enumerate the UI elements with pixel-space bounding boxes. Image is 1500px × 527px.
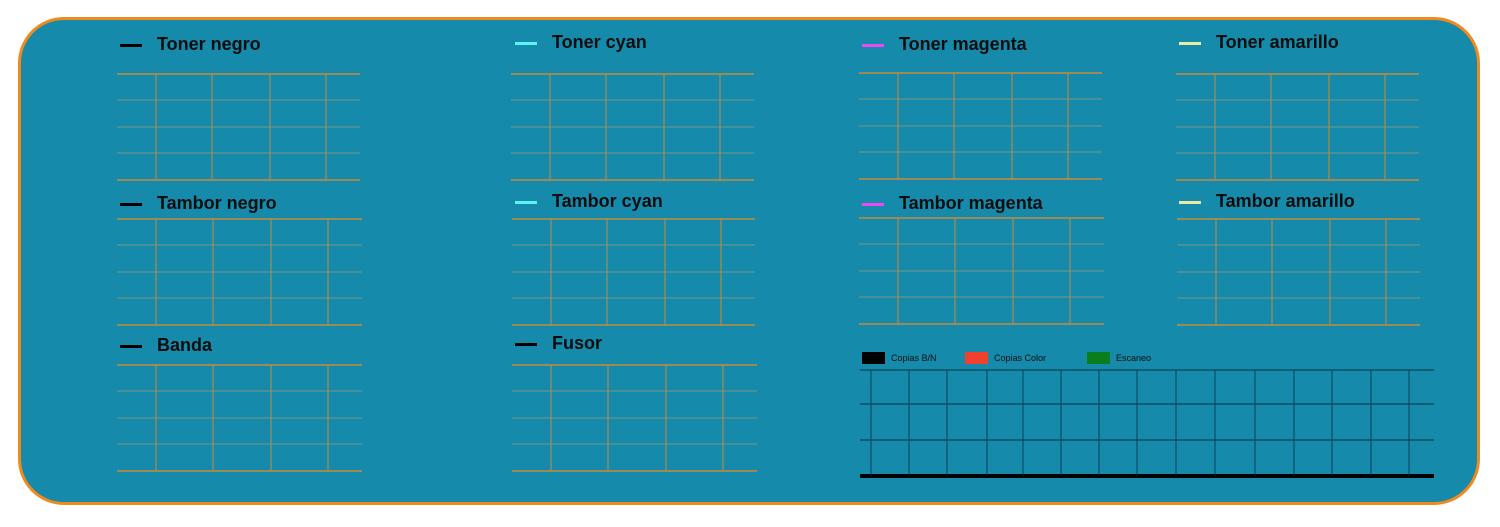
dashboard-panel [18,17,1480,505]
usage-legend-label-0: Copias B/N [891,353,937,363]
tambor-magenta-plot [859,217,1104,325]
toner-magenta-chart-title: Toner magenta [899,34,1027,54]
usage-legend-label-1: Copias Color [994,353,1047,363]
fusor-chart-title: Fusor [552,333,603,353]
toner-amarillo-legend-swatch [1179,42,1201,45]
toner-magenta-legend-swatch [862,44,884,47]
tambor-cyan-legend-swatch [515,201,537,204]
toner-amarillo-chart-title: Toner amarillo [1216,32,1339,52]
tambor-cyan-plot [512,218,755,326]
fusor-plot [512,364,757,472]
banda-chart-title: Banda [157,335,213,355]
usage-plot [860,369,1434,478]
tambor-negro-legend-swatch [120,203,142,206]
usage-legend-box-2 [1087,352,1110,364]
toner-cyan-legend-swatch [515,42,537,45]
tambor-magenta-chart-title: Tambor magenta [899,193,1043,213]
toner-cyan-plot [511,73,754,181]
toner-amarillo-plot [1176,73,1419,181]
toner-negro-legend-swatch [120,44,142,47]
toner-negro-plot [117,73,360,181]
fusor-legend-swatch [515,343,537,346]
usage-legend-label-2: Escaneo [1116,353,1152,363]
usage-legend-box-1 [965,352,988,364]
tambor-cyan-chart-title: Tambor cyan [552,191,663,211]
tambor-negro-chart-title: Tambor negro [157,193,277,213]
tambor-negro-plot [117,218,362,326]
banda-legend-swatch [120,345,142,348]
tambor-amarillo-chart-title: Tambor amarillo [1216,191,1355,211]
toner-magenta-plot [859,72,1102,180]
tambor-amarillo-plot [1177,218,1420,326]
banda-plot [117,364,362,472]
usage-legend-box-0 [862,352,885,364]
tambor-amarillo-legend-swatch [1179,201,1201,204]
toner-negro-chart-title: Toner negro [157,34,261,54]
tambor-magenta-legend-swatch [862,203,884,206]
toner-cyan-chart-title: Toner cyan [552,32,647,52]
